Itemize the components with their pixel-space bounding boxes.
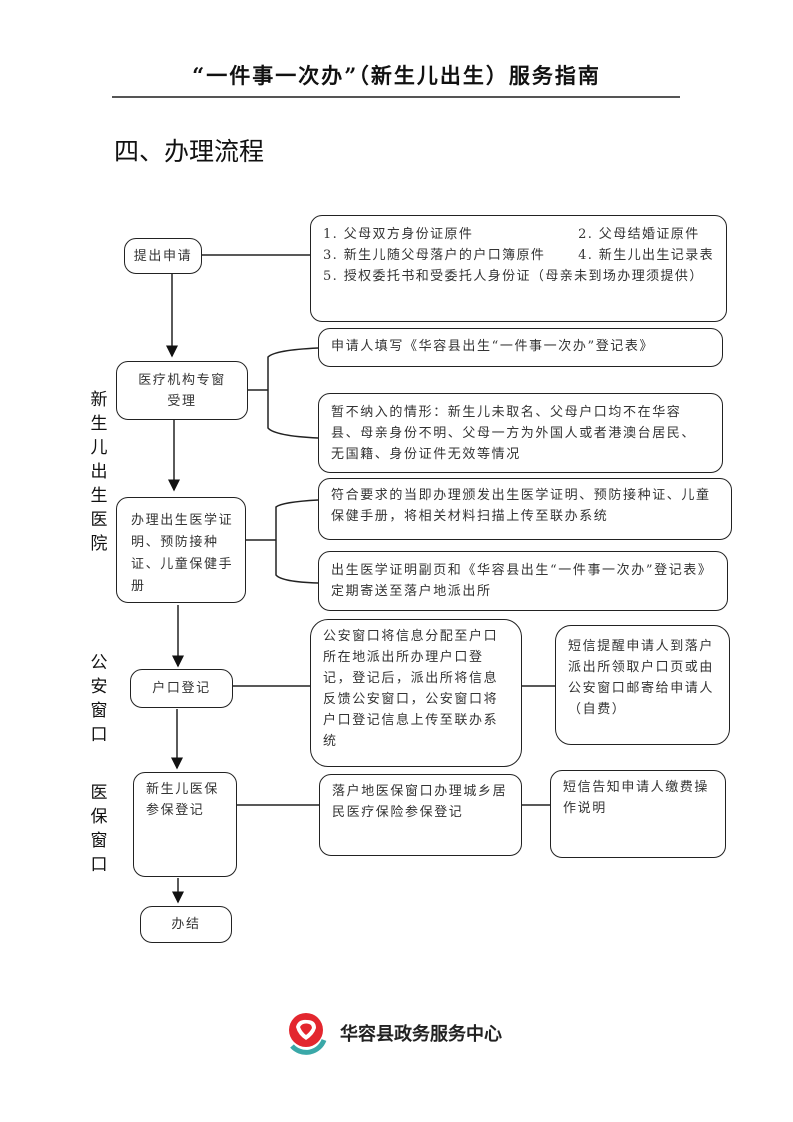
note-fill-registration-form: 申请人填写《华容县出生“一件事一次办”登记表》 [318,328,723,367]
footer-org-name: 华容县政务服务中心 [340,1024,502,1045]
step-insurance-registration[interactable]: 新生儿医保参保登记 [133,772,237,877]
note-sms-payment-text: 短信告知申请人缴费操作说明 [563,780,710,816]
note-insurance-window-text: 落户地医保窗口办理城乡居民医疗保险参保登记 [332,784,508,820]
document-header-title: “一件事一次办”（新生儿出生）服务指南 [192,63,601,88]
note-exclusions: 暂不纳入的情形：新生儿未取名、父母户口均不在华容县、母亲身份不明、父母一方为外国… [318,393,723,473]
requirement-item-2: 2. 父母结婚证原件 [578,227,700,242]
note-sms-payment: 短信告知申请人缴费操作说明 [550,770,726,858]
side-label-insurance-window: 医保窗口 [90,783,108,875]
requirement-item-4: 4. 新生儿出生记录表 [578,248,714,263]
side-label-hospital: 新生儿出生医院 [90,390,108,554]
side-label-police-window: 公安窗口 [90,653,108,745]
requirement-item-5: 5. 授权委托书和受委托人身份证（母亲未到场办理须提供） [323,269,704,284]
note-police-process-text: 公安窗口将信息分配至户口所在地派出所办理户口登记，登记后，派出所将信息反馈公安窗… [323,629,499,749]
note-exclusions-text: 暂不纳入的情形：新生儿未取名、父母户口均不在华容县、母亲身份不明、父母一方为外国… [331,405,697,462]
step-hospital-acceptance[interactable]: 医疗机构专窗受理 [116,361,248,420]
step-certificates-label: 办理出生医学证明、预防接种证、儿童保健手册 [131,513,234,594]
note-insurance-window: 落户地医保窗口办理城乡居民医疗保险参保登记 [319,774,522,856]
step-household-registration[interactable]: 户口登记 [130,669,233,708]
step-hospital-acceptance-label: 医疗机构专窗受理 [138,372,226,409]
note-fill-registration-form-text: 申请人填写《华容县出生“一件事一次办”登记表》 [331,339,655,354]
step-certificates[interactable]: 办理出生医学证明、预防接种证、儿童保健手册 [116,497,246,603]
bracket-accept [267,347,319,439]
requirement-item-1: 1. 父母双方身份证原件 [323,227,474,242]
header-divider [112,96,680,98]
note-issue-certificates-text: 符合要求的当即办理颁发出生医学证明、预防接种证、儿童保健手册，将相关材料扫描上传… [331,488,711,524]
step-apply-label: 提出申请 [133,248,193,264]
note-issue-certificates: 符合要求的当即办理颁发出生医学证明、预防接种证、儿童保健手册，将相关材料扫描上传… [318,478,732,540]
requirement-item-3: 3. 新生儿随父母落户的户口簿原件 [323,248,546,263]
requirements-box: 1. 父母双方身份证原件 2. 父母结婚证原件 3. 新生儿随父母落户的户口簿原… [310,215,727,322]
step-completed[interactable]: 办结 [140,906,232,943]
section-title: 四、办理流程 [114,137,265,166]
step-insurance-registration-label: 新生儿医保参保登记 [146,782,220,818]
footer-branding: 华容县政务服务中心 [284,1010,502,1056]
step-completed-label: 办结 [171,917,201,932]
bracket-certificate [275,499,319,584]
step-household-registration-label: 户口登记 [152,681,211,696]
note-send-documents-text: 出生医学证明副页和《华容县出生“一件事一次办”登记表》定期寄送至落户地派出所 [331,563,713,599]
note-sms-household-pickup-text: 短信提醒申请人到落户派出所领取户口页或由公安窗口邮寄给申请人（自费） [568,639,715,717]
note-police-process: 公安窗口将信息分配至户口所在地派出所办理户口登记，登记后，派出所将信息反馈公安窗… [310,619,522,767]
step-apply[interactable]: 提出申请 [124,238,202,274]
note-sms-household-pickup: 短信提醒申请人到落户派出所领取户口页或由公安窗口邮寄给申请人（自费） [555,625,730,745]
note-send-documents: 出生医学证明副页和《华容县出生“一件事一次办”登记表》定期寄送至落户地派出所 [318,551,728,611]
government-service-logo-icon [289,1013,327,1055]
